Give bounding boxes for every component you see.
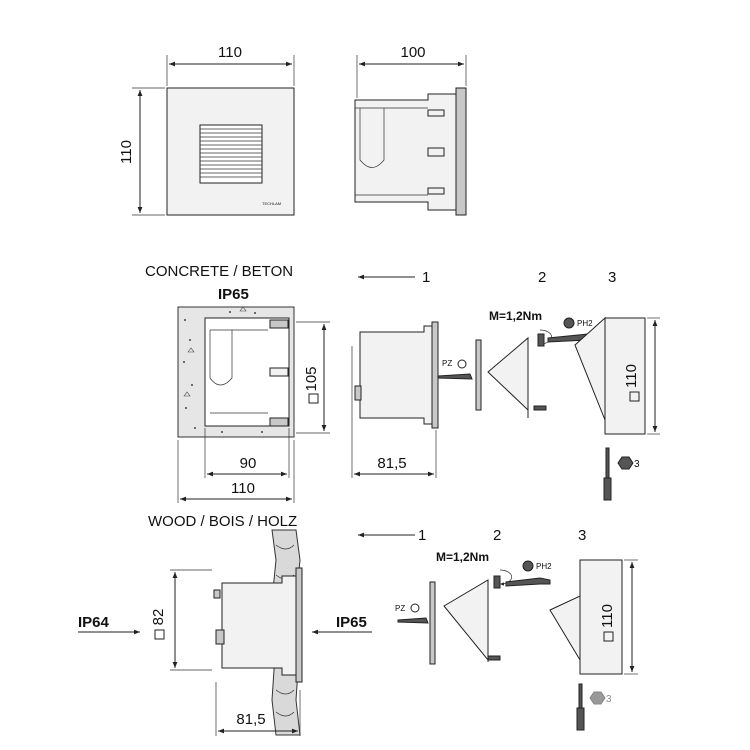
- concrete-hex-label: 3: [634, 459, 640, 470]
- wood-pz-label: PZ: [395, 604, 405, 613]
- wood-section: WOOD / BOIS / HOLZ IP64 IP65 82 81,5 1: [78, 513, 638, 736]
- concrete-step-2: 2: [538, 269, 546, 286]
- concrete-section: CONCRETE / BETON IP65 105: [145, 263, 660, 503]
- wood-torque: M=1,2Nm: [436, 550, 489, 564]
- concrete-outer-label: 110: [231, 480, 255, 497]
- concrete-inner-label: 90: [240, 455, 257, 472]
- concrete-torque: M=1,2Nm: [489, 309, 542, 323]
- concrete-step-3: 3: [608, 269, 616, 286]
- wood-bottom-screw: [487, 655, 501, 661]
- wood-hex-icon: [589, 691, 606, 705]
- concrete-cover-label: 110: [623, 364, 640, 388]
- side-cable-slot: [359, 108, 385, 168]
- concrete-square-label: 105: [303, 366, 320, 391]
- concrete-cover-profile: [574, 316, 606, 421]
- concrete-pz-label: PZ: [442, 359, 452, 368]
- concrete-bottom-screw: [533, 405, 547, 411]
- louver-slats: [200, 128, 262, 178]
- wood-cover-square-symbol: [603, 631, 614, 642]
- concrete-cover: [604, 317, 646, 435]
- wood-bracket: [443, 579, 489, 662]
- front-view: TECHLAM 110 110: [118, 44, 295, 216]
- wood-ph-label: PH2: [536, 562, 552, 571]
- wood-square-symbol: [154, 629, 165, 640]
- wood-cover-label: 110: [599, 604, 616, 628]
- wood-ip-left: IP64: [78, 614, 110, 631]
- wood-ip-right: IP65: [336, 614, 367, 631]
- concrete-depth-label: 81,5: [377, 455, 406, 472]
- wood-cover: [579, 559, 623, 675]
- wood-hex-label: 3: [606, 694, 612, 705]
- wood-frame: [429, 581, 436, 665]
- side-depth-label: 100: [400, 44, 425, 61]
- front-height-label: 110: [118, 140, 135, 164]
- wood-step-2: 2: [493, 527, 501, 544]
- concrete-screw: [437, 373, 473, 380]
- concrete-title: CONCRETE / BETON: [145, 263, 293, 280]
- concrete-housing-side: [359, 325, 433, 425]
- concrete-texture: [183, 306, 263, 433]
- wood-housing: [221, 575, 297, 676]
- concrete-frame: [475, 339, 482, 411]
- concrete-hex-key: [605, 447, 610, 479]
- wood-title: WOOD / BOIS / HOLZ: [148, 513, 297, 530]
- concrete-square-symbol: [308, 393, 319, 404]
- brand-mark: TECHLAM: [262, 201, 281, 206]
- wood-step-3: 3: [578, 527, 586, 544]
- wood-screwdriver: [505, 577, 551, 587]
- wood-screw: [397, 617, 429, 624]
- wood-hex-key: [578, 683, 583, 709]
- concrete-bracket: [487, 336, 529, 412]
- concrete-ph-icon: [563, 317, 575, 329]
- wood-square-label: 82: [150, 609, 167, 626]
- wood-pz-icon: [410, 603, 420, 613]
- wood-rotation-icon: [499, 569, 512, 586]
- wood-depth-label: 81,5: [236, 711, 265, 728]
- front-width-label: 110: [218, 44, 242, 61]
- concrete-cover-square-symbol: [629, 391, 640, 402]
- concrete-hex-icon: [617, 456, 634, 470]
- side-view: 100: [354, 44, 467, 216]
- side-front-plate: [455, 87, 467, 216]
- concrete-step-1: 1: [422, 269, 430, 286]
- concrete-ip-rating: IP65: [218, 286, 249, 303]
- wood-ph-icon: [522, 560, 534, 572]
- concrete-pz-icon: [457, 359, 467, 369]
- concrete-cable-slot: [209, 330, 233, 386]
- front-louver: [199, 124, 263, 184]
- wood-cover-profile: [549, 595, 581, 662]
- wood-step-1: 1: [418, 527, 426, 544]
- concrete-ph-label: PH2: [577, 319, 593, 328]
